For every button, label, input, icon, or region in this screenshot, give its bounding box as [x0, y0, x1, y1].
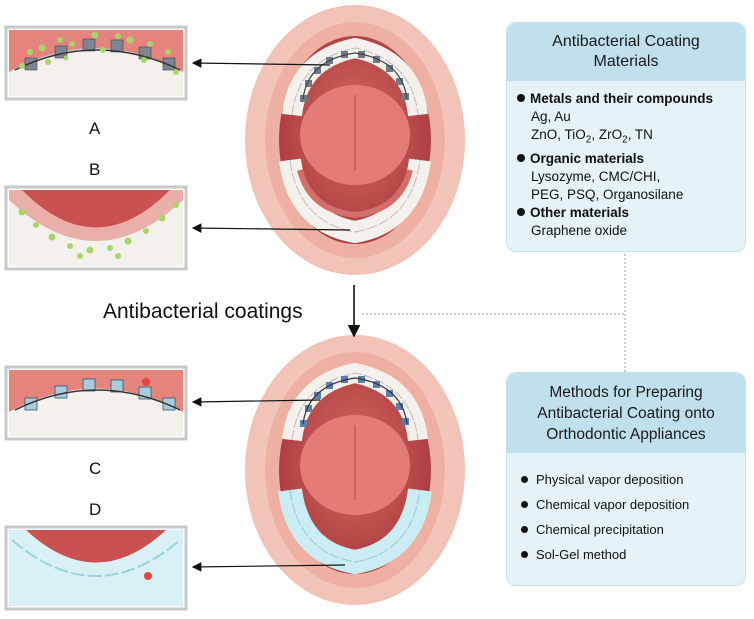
materials-box-title: Antibacterial Coating Materials: [507, 23, 745, 81]
label-c: C: [89, 459, 102, 478]
arrow-a: [191, 58, 331, 68]
materials-list: Metals and their compounds Ag, Au ZnO, T…: [517, 90, 745, 240]
bullet-icon: [521, 551, 528, 558]
group-metals: Metals and their compounds: [517, 90, 745, 108]
dotted-connector: [362, 250, 626, 372]
methods-box: Methods for Preparing Antibacterial Coat…: [506, 372, 746, 586]
method-item: Chemical vapor deposition: [521, 497, 689, 513]
arrow-b: [191, 223, 351, 233]
inset-c: [4, 365, 188, 441]
bullet-icon: [517, 153, 525, 162]
inset-b: [4, 185, 188, 271]
label-b: B: [89, 160, 101, 179]
group-other: Other materials: [517, 204, 745, 222]
mouth-bottom: [245, 335, 465, 605]
bullet-icon: [521, 526, 528, 533]
bullet-icon: [521, 476, 528, 483]
inset-d: [4, 525, 188, 611]
group-metals-item: Ag, Au: [531, 109, 571, 124]
group-metals-formula: ZnO, TiO2, ZrO2, TN: [531, 127, 653, 146]
middle-title: Antibacterial coatings: [103, 300, 303, 323]
label-d: D: [89, 500, 102, 519]
bullet-icon: [517, 207, 525, 216]
methods-box-title: Methods for Preparing Antibacterial Coat…: [507, 373, 745, 453]
method-item: Physical vapor deposition: [521, 472, 683, 488]
method-item: Chemical precipitation: [521, 522, 664, 538]
mouth-top: [245, 5, 465, 275]
arrow-d: [191, 562, 346, 572]
bullet-icon: [521, 501, 528, 508]
label-a: A: [89, 119, 101, 138]
group-organic-item: PEG, PSQ, Organosilane: [531, 186, 684, 202]
group-organic: Organic materials: [517, 150, 745, 168]
inset-a: [4, 25, 188, 101]
bullet-icon: [517, 94, 525, 102]
group-organic-item: Lysozyme, CMC/CHI,: [531, 168, 661, 184]
materials-box: Antibacterial Coating Materials Metals a…: [506, 22, 746, 252]
method-item: Sol-Gel method: [521, 547, 626, 563]
arrow-c: [191, 397, 321, 407]
group-other-item: Graphene oxide: [531, 222, 628, 238]
